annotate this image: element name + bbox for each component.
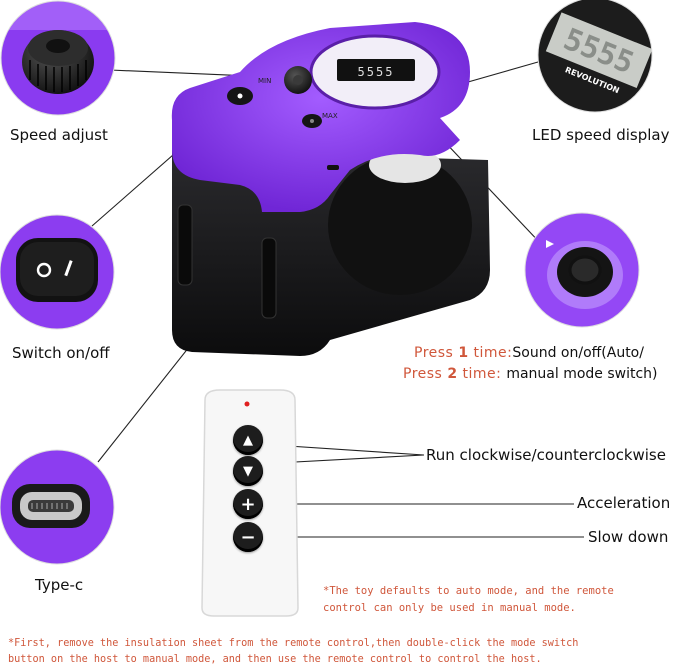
down-arrow-icon: ▼ (243, 463, 253, 479)
press-once-unit: time: (473, 345, 513, 361)
instructions-note: *First, remove the insulation sheet from… (8, 636, 578, 668)
press-once-count: 1 (458, 345, 469, 361)
speed-adjust-closeup (1, 1, 115, 115)
press-twice-action: manual mode switch) (506, 366, 658, 382)
default-mode-note: *The toy defaults to auto mode, and the … (323, 583, 614, 617)
switch-label: Switch on/off (12, 344, 110, 362)
device-body: 5555 MAX MIN (171, 22, 490, 356)
remote-down-button[interactable]: ▼ (233, 456, 263, 486)
type-c-closeup (0, 450, 114, 564)
remote-minus-button[interactable]: − (233, 522, 263, 552)
device-display-digits: 5555 (358, 65, 395, 79)
instructions-note-line2: button on the host to manual mode, and t… (8, 654, 542, 665)
slow-down-function-label: Slow down (588, 528, 669, 546)
type-c-label: Type-c (35, 576, 84, 594)
default-mode-note-line1: *The toy defaults to auto mode, and the … (323, 585, 614, 597)
up-arrow-icon: ▲ (243, 432, 253, 448)
switch-closeup (0, 215, 114, 329)
dial-max-label: MAX (322, 112, 338, 120)
led-display-label: LED speed display (532, 126, 670, 144)
press-twice-instruction: Press 2 time: manual mode switch) (403, 366, 658, 382)
mode-button-closeup (525, 213, 639, 327)
remote-up-button[interactable]: ▲ (233, 425, 263, 455)
dial-min-label: MIN (258, 77, 271, 85)
press-twice-count: 2 (447, 366, 458, 382)
press-twice-unit: time: (462, 366, 502, 382)
acceleration-function-label: Acceleration (577, 494, 671, 512)
press-twice-prefix: Press (403, 366, 443, 382)
remote-plus-button[interactable]: + (233, 489, 263, 519)
rotate-function-label: Run clockwise/counterclockwise (426, 446, 666, 464)
led-display-closeup: 5555 REVOLUTION (538, 0, 652, 112)
plus-icon: + (240, 493, 256, 515)
default-mode-note-line2: control can only be used in manual mode. (323, 602, 576, 614)
press-once-action: Sound on/off(Auto/ (512, 345, 644, 361)
press-once-instruction: Press 1 time:Sound on/off(Auto/ (414, 345, 644, 361)
speed-adjust-label: Speed adjust (10, 126, 108, 144)
instructions-note-line1: *First, remove the insulation sheet from… (8, 638, 579, 649)
minus-icon: − (240, 526, 256, 548)
press-once-prefix: Press (414, 345, 454, 361)
